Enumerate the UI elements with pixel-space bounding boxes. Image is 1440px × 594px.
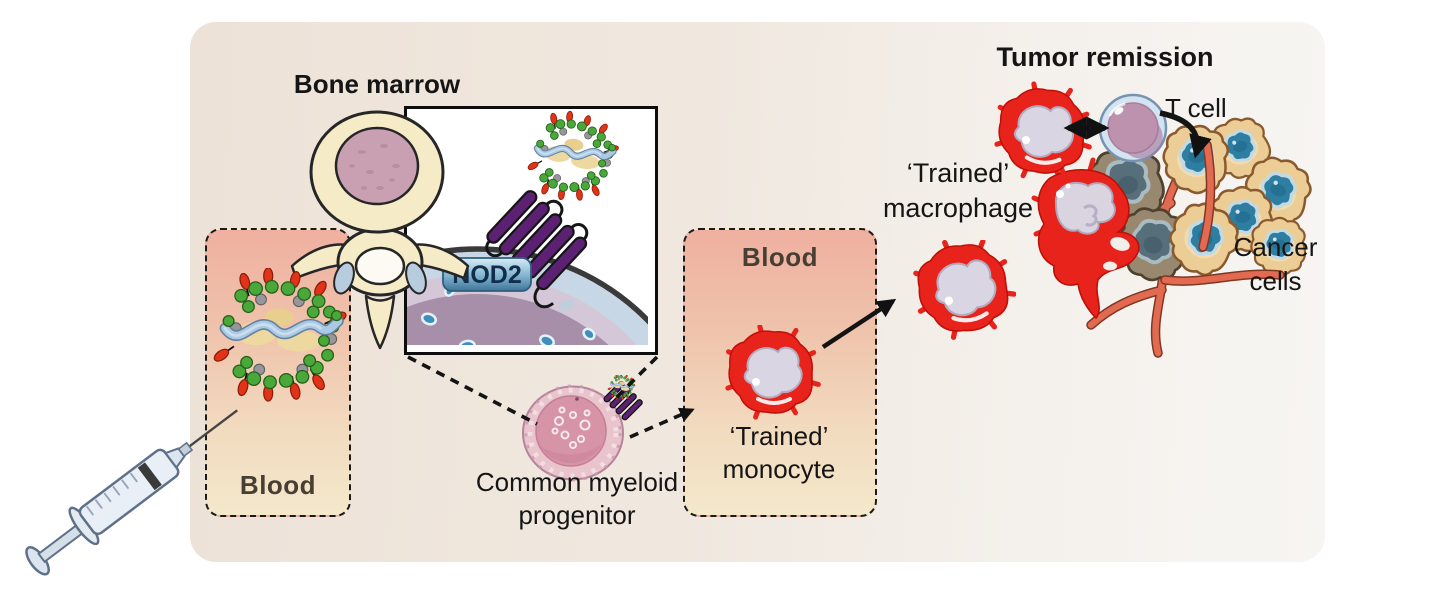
cancer-cells-label: Cancer cells [1233, 232, 1318, 296]
tumor-cluster-illustration [975, 75, 1325, 358]
tumor-remission-label: Tumor remission [996, 42, 1214, 72]
tumor-macrophage-icon [1031, 157, 1140, 320]
nod2-inset-box: NOD2 [404, 106, 658, 355]
t-cell-icon [1098, 93, 1168, 163]
vertebra-icon [290, 110, 470, 350]
syringe-icon [25, 409, 238, 576]
monocyte-icon [722, 325, 822, 425]
blood-box-left: Blood [205, 228, 351, 517]
nod2-cell-illustration: NOD2 [407, 109, 648, 345]
mdp-molecule-icon [524, 109, 623, 205]
progenitor-label: Common myeloid progenitor [475, 467, 679, 531]
trained-monocyte-label: ‘Trained’ monocyte [722, 421, 836, 485]
cell-vesicles [551, 406, 591, 449]
blood-label-right: Blood [741, 242, 819, 272]
bone-marrow-label: Bone marrow [293, 69, 461, 99]
t-cell-label: T cell [1165, 93, 1227, 123]
trained-macrophage-label: ‘Trained’ macrophage [882, 158, 1034, 223]
blood-label-left: Blood [239, 470, 317, 500]
